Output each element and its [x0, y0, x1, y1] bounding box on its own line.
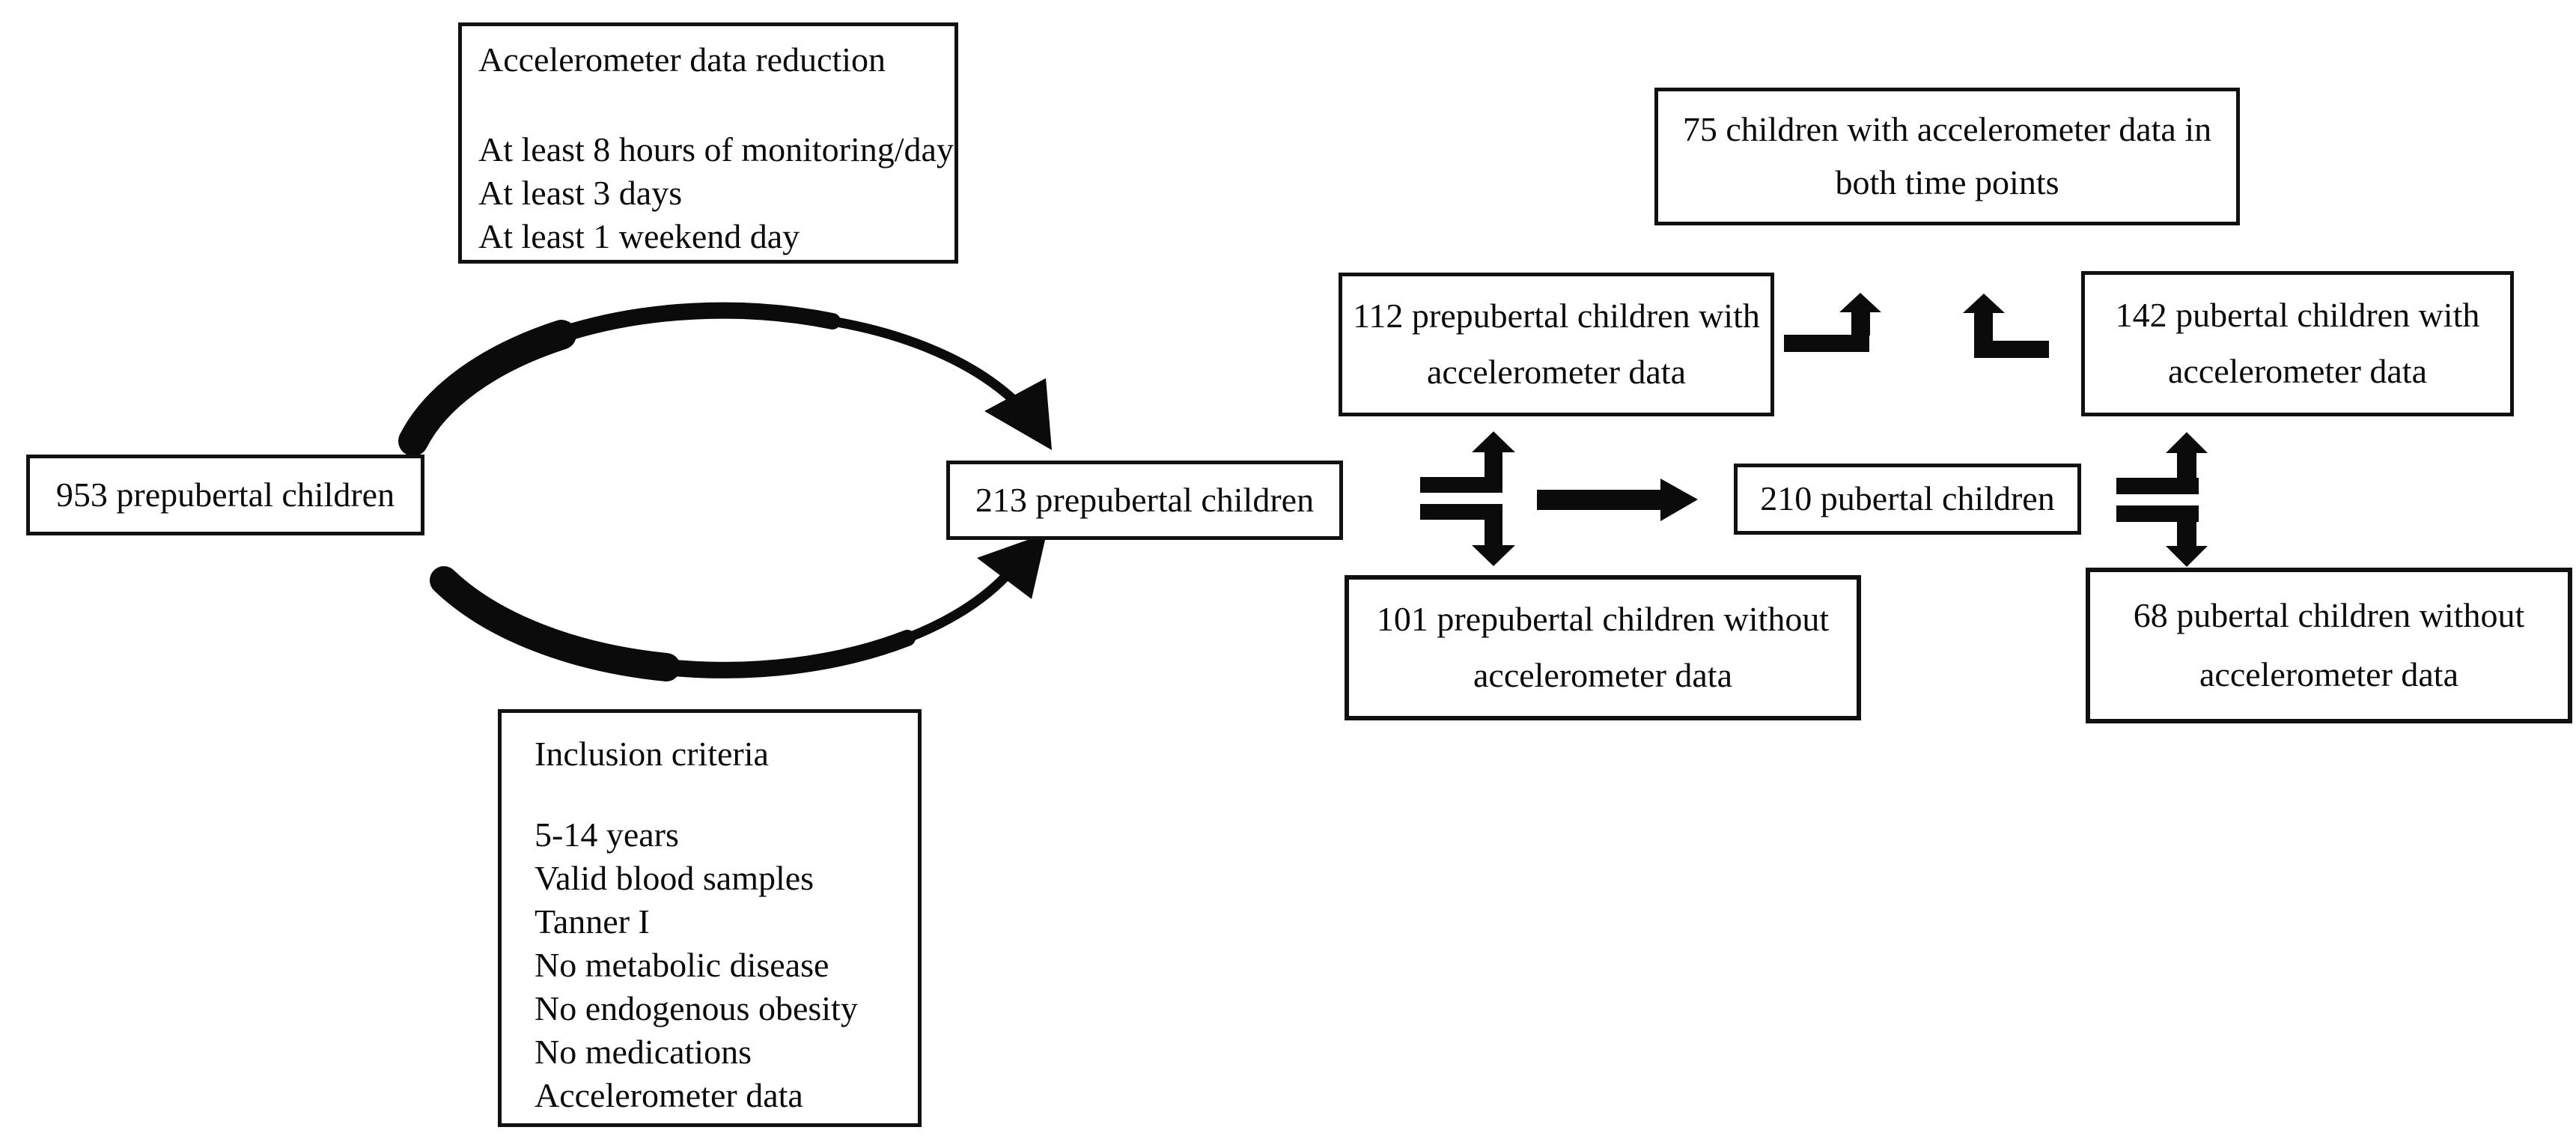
curved-arrow-top-segment — [827, 316, 1020, 406]
criteria-item: Valid blood samples — [535, 859, 814, 897]
node-label-line: accelerometer data — [1473, 655, 1732, 694]
arrow-shaft — [2177, 452, 2196, 479]
arrow-head-down — [2166, 546, 2208, 567]
curved-arrow-bottom-segment — [430, 566, 680, 681]
node-label-line: 142 pubertal children with — [2115, 296, 2480, 335]
arrow-head-up — [1839, 293, 1881, 312]
node-213-prepubertal-children: 213 prepubertal children — [946, 461, 1343, 540]
arrow-shaft — [1420, 504, 1502, 520]
arrow-head-down — [1472, 545, 1515, 566]
accelerometer-data-reduction-box: Accelerometer data reduction At least 8 … — [458, 22, 958, 264]
arrow-shaft — [2116, 478, 2199, 494]
arrow-213-to-210 — [1537, 479, 1698, 521]
node-label: 213 prepubertal children — [975, 480, 1315, 519]
elbow-arrow-213-to-112 — [1420, 431, 1515, 493]
criteria-item: Tanner I — [535, 902, 650, 941]
arrow-head-right — [1660, 479, 1698, 521]
curved-arrow-bottom-head — [977, 533, 1047, 599]
node-953-prepubertal-children: 953 prepubertal children — [26, 455, 424, 535]
arrow-head-up — [1963, 294, 2005, 313]
curved-arrow-bottom — [430, 533, 1047, 681]
criteria-item: 5-14 years — [535, 816, 679, 854]
elbow-arrow-210-to-142 — [2116, 432, 2208, 494]
elbow-arrow-112-to-75 — [1784, 293, 1881, 352]
node-label: 953 prepubertal children — [55, 475, 395, 514]
node-75-children-both-timepoints: 75 children with accelerometer data in b… — [1654, 88, 2240, 225]
node-label-line: 75 children with accelerometer data in — [1682, 109, 2212, 148]
criteria-item: At least 1 weekend day — [478, 217, 800, 255]
arrow-shaft — [1851, 312, 1870, 335]
arrow-shaft — [1537, 490, 1664, 510]
node-101-prepubertal-without-accelerometer: 101 prepubertal children without acceler… — [1345, 575, 1861, 720]
node-label-line: accelerometer data — [2167, 352, 2427, 391]
curved-arrow-bottom-segment — [902, 570, 1012, 643]
criteria-item: At least 3 days — [478, 174, 683, 212]
elbow-arrow-142-to-75 — [1963, 294, 2049, 358]
arrow-shaft — [1784, 335, 1869, 352]
node-label-line: accelerometer data — [2199, 655, 2458, 694]
arrow-shaft — [1485, 452, 1502, 478]
node-112-prepubertal-with-accelerometer: 112 prepubertal children with accelerome… — [1339, 273, 1774, 416]
inclusion-criteria-box: Inclusion criteria 5-14 years Valid bloo… — [498, 709, 922, 1127]
arrow-shaft — [2177, 522, 2196, 547]
node-label-line: both time points — [1835, 163, 2059, 202]
criteria-item: No metabolic disease — [535, 946, 829, 984]
arrow-shaft — [1420, 477, 1502, 493]
criteria-item: At least 8 hours of monitoring/day — [478, 130, 954, 168]
criteria-item: No endogenous obesity — [535, 989, 858, 1027]
node-label-line: 101 prepubertal children without — [1376, 600, 1830, 639]
accelerometer-reduction-title: Accelerometer data reduction — [478, 40, 886, 79]
criteria-item: No medications — [535, 1033, 752, 1071]
arrow-shaft — [1974, 341, 2049, 358]
node-68-pubertal-without-accelerometer: 68 pubertal children without acceleromet… — [2086, 568, 2572, 723]
arrow-shaft — [1485, 520, 1502, 545]
node-142-pubertal-with-accelerometer: 142 pubertal children with accelerometer… — [2081, 271, 2514, 416]
curved-arrow-bottom-segment — [658, 630, 916, 678]
node-label: 210 pubertal children — [1760, 479, 2055, 518]
criteria-item: Accelerometer data — [535, 1076, 803, 1114]
inclusion-criteria-title: Inclusion criteria — [535, 735, 769, 773]
node-210-pubertal-children: 210 pubertal children — [1734, 464, 2081, 535]
node-label-line: 112 prepubertal children with — [1353, 297, 1760, 335]
curved-arrow-top — [398, 302, 1052, 456]
curved-arrow-top-head — [984, 378, 1052, 450]
arrow-head-up — [1472, 431, 1515, 452]
arrow-shaft — [2116, 505, 2199, 522]
curved-arrow-top-segment — [398, 320, 576, 456]
node-label-line: accelerometer data — [1426, 352, 1686, 391]
node-label-line: 68 pubertal children without — [2133, 596, 2525, 635]
spacer — [535, 776, 912, 813]
elbow-arrow-210-to-68 — [2116, 505, 2208, 567]
spacer — [478, 82, 946, 128]
arrow-head-up — [2166, 432, 2208, 453]
elbow-arrow-213-to-101 — [1420, 504, 1515, 566]
curved-arrow-top-segment — [553, 302, 841, 343]
arrow-shaft — [1974, 312, 1993, 341]
